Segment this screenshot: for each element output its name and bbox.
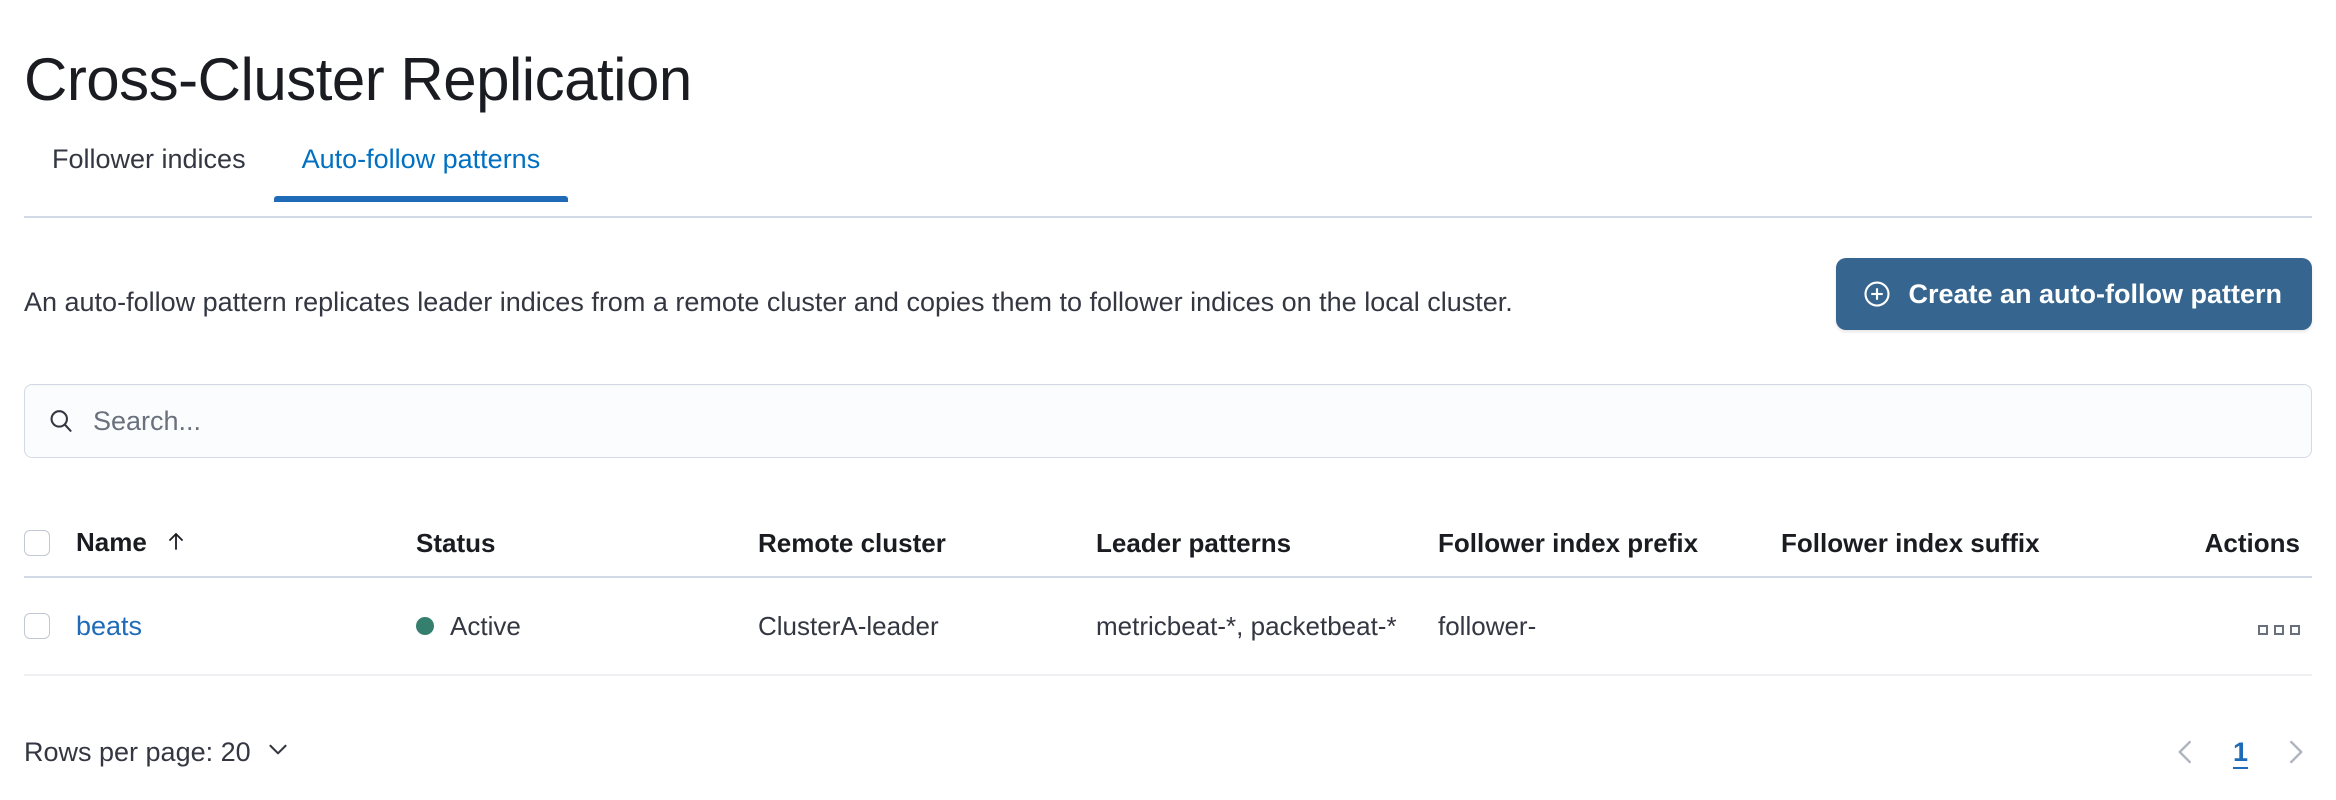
select-all-checkbox[interactable] <box>24 530 50 556</box>
pattern-name-link[interactable]: beats <box>76 611 143 641</box>
tab-follower-indices-label: Follower indices <box>52 144 246 174</box>
cell-actions <box>2164 609 2312 643</box>
table-row[interactable]: beats Active ClusterA-leader metricbeat-… <box>24 578 2312 676</box>
cell-leader-patterns: metricbeat-*, packetbeat-* <box>1096 611 1397 641</box>
tab-follower-indices[interactable]: Follower indices <box>24 132 274 202</box>
chevron-down-icon <box>265 736 291 769</box>
chevron-right-icon[interactable] <box>2278 735 2312 769</box>
boxes-horizontal-icon[interactable] <box>2258 625 2300 635</box>
tab-bar-divider <box>24 216 2312 218</box>
column-header-status[interactable]: Status <box>416 526 758 560</box>
row-select-checkbox-cell <box>24 613 76 639</box>
status-dot-icon <box>416 617 434 635</box>
cell-follower-index-prefix: follower- <box>1438 611 1537 641</box>
cell-remote-cluster: ClusterA-leader <box>758 611 939 641</box>
column-header-leader-patterns[interactable]: Leader patterns <box>1096 526 1438 560</box>
rows-per-page-label: Rows per page: 20 <box>24 736 251 767</box>
status-badge: Active <box>450 611 521 641</box>
create-auto-follow-pattern-label: Create an auto-follow pattern <box>1908 278 2282 309</box>
search-input[interactable] <box>93 405 2289 437</box>
auto-follow-patterns-table: Name Status Remote cluster Leader patter… <box>24 510 2312 676</box>
column-header-follower-index-suffix[interactable]: Follower index suffix <box>1781 526 2164 560</box>
column-header-remote-cluster[interactable]: Remote cluster <box>758 526 1096 560</box>
sort-arrow-up-icon <box>164 527 188 561</box>
column-header-name[interactable]: Name <box>76 525 416 561</box>
table-header-row: Name Status Remote cluster Leader patter… <box>24 510 2312 578</box>
chevron-left-icon[interactable] <box>2169 735 2203 769</box>
column-header-actions: Actions <box>2164 526 2312 560</box>
table-footer: Rows per page: 20 1 <box>24 722 2312 782</box>
search-bar[interactable] <box>24 384 2312 458</box>
search-icon <box>47 407 75 435</box>
page-title: Cross-Cluster Replication <box>24 46 692 114</box>
column-header-follower-index-prefix-label: Follower index prefix <box>1438 528 1699 558</box>
column-header-follower-index-prefix[interactable]: Follower index prefix <box>1438 526 1781 560</box>
column-header-actions-label: Actions <box>2204 528 2300 558</box>
column-header-status-label: Status <box>416 528 496 558</box>
create-auto-follow-pattern-button[interactable]: Create an auto-follow pattern <box>1836 258 2312 330</box>
column-header-leader-patterns-label: Leader patterns <box>1096 528 1292 558</box>
column-header-remote-cluster-label: Remote cluster <box>758 528 946 558</box>
pagination-page-1[interactable]: 1 <box>2232 736 2248 767</box>
cell-name: beats <box>76 609 416 643</box>
rows-per-page-button[interactable]: Rows per page: 20 <box>24 736 291 769</box>
cell-status: Active <box>416 609 758 643</box>
pagination: 1 <box>2169 735 2312 769</box>
select-all-checkbox-cell <box>24 530 76 556</box>
page-description: An auto-follow pattern replicates leader… <box>24 287 1513 317</box>
column-header-follower-index-suffix-label: Follower index suffix <box>1781 528 2040 558</box>
tab-auto-follow-patterns[interactable]: Auto-follow patterns <box>273 132 569 202</box>
tab-auto-follow-patterns-label: Auto-follow patterns <box>301 144 541 174</box>
column-header-name-label: Name <box>76 527 147 557</box>
plus-in-circle-icon <box>1862 279 1892 309</box>
tab-bar: Follower indices Auto-follow patterns <box>24 132 568 218</box>
row-select-checkbox[interactable] <box>24 613 50 639</box>
